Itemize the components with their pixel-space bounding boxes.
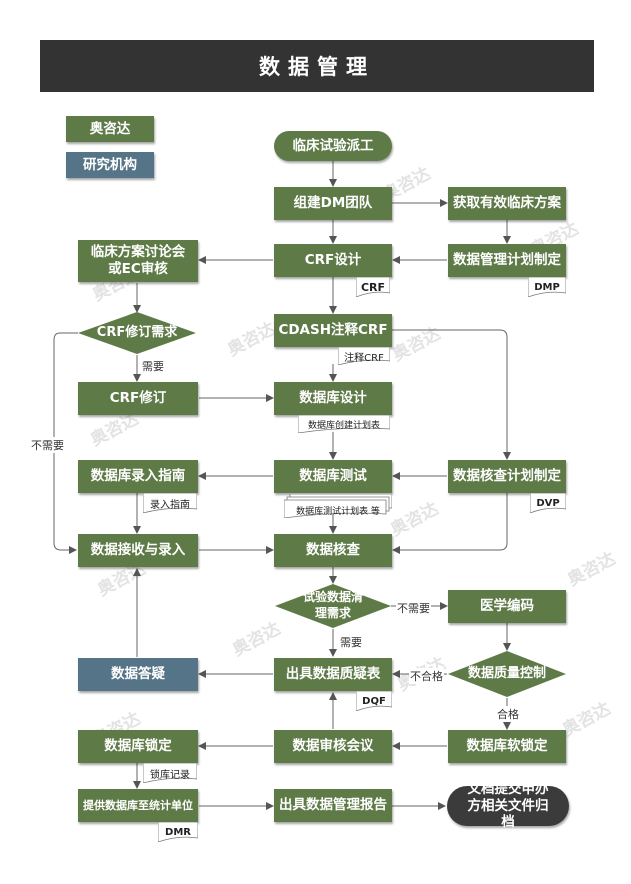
- doc-db-creation-plan-label: 数据库创建计划表: [307, 420, 380, 431]
- node-dm-team: 组建DM团队: [274, 187, 392, 220]
- node-data-query: 数据答疑: [78, 658, 198, 691]
- legend-institution: 研究机构: [66, 152, 154, 178]
- node-db-entry-guide: 数据库录入指南: [78, 460, 198, 493]
- decision-cleaning-need: 试验数据清理需求: [302, 590, 363, 620]
- doc-annotated-crf: 注释CRF: [338, 347, 390, 365]
- node-review-meeting: 数据审核会议: [274, 730, 392, 763]
- doc-annotated-crf-label: 注释CRF: [344, 352, 384, 364]
- node-data-check: 数据核查: [274, 534, 392, 567]
- node-db-lock: 数据库锁定: [78, 730, 198, 763]
- edge-label-passed: 合格: [496, 706, 520, 722]
- doc-db-test-plan: 数据库测试计划表 等: [284, 494, 392, 518]
- node-dmp-make: 数据管理计划制定: [448, 244, 566, 277]
- doc-dvp: DVP: [530, 493, 566, 513]
- node-archive: 文档提交申办方相关文件归档: [447, 781, 569, 830]
- doc-lock-record: 锁库记录: [143, 763, 197, 783]
- edge-label-needed: 需要: [141, 358, 165, 374]
- doc-lock-record-label: 锁库记录: [150, 769, 190, 781]
- doc-crf-label: CRF: [360, 280, 386, 294]
- edge-label-not-needed: 不需要: [30, 437, 65, 453]
- decision-quality-control: 数据质量控制: [467, 665, 546, 681]
- doc-dmp-label: DMP: [534, 281, 560, 293]
- node-dm-report: 出具数据管理报告: [274, 789, 392, 822]
- decision-crf-revision-need: CRF修订需求: [96, 324, 178, 340]
- doc-dmr: DMR: [158, 822, 198, 842]
- node-cdash: CDASH注释CRF: [274, 314, 392, 347]
- edge-label-needed: 需要: [339, 634, 363, 650]
- node-soft-lock: 数据库软锁定: [448, 730, 566, 763]
- node-protocol-review: 临床方案讨论会或EC审核: [78, 240, 198, 282]
- node-start: 临床试验派工: [274, 131, 392, 161]
- edge-label-failed: 不合格: [409, 668, 444, 684]
- node-get-protocol: 获取有效临床方案: [448, 187, 566, 220]
- doc-crf: CRF: [356, 277, 390, 297]
- doc-db-test-plan-label: 数据库测试计划表 等: [296, 506, 380, 517]
- node-issue-dqf: 出具数据质疑表: [274, 658, 392, 691]
- doc-dmr-label: DMR: [165, 826, 191, 838]
- node-crf-design: CRF设计: [274, 244, 392, 277]
- node-crf-revise: CRF修订: [78, 382, 198, 415]
- doc-dmp: DMP: [528, 277, 566, 297]
- node-medical-coding: 医学编码: [448, 590, 566, 623]
- node-provide-db: 提供数据库至统计单位: [78, 789, 198, 822]
- doc-dqf-label: DQF: [362, 695, 386, 707]
- page-title: 数据管理: [40, 40, 594, 92]
- doc-entry-guide: 录入指南: [143, 493, 197, 513]
- node-data-receive: 数据接收与录入: [78, 534, 198, 567]
- node-db-test: 数据库测试: [274, 460, 392, 493]
- doc-dvp-label: DVP: [536, 497, 560, 509]
- edge-label-not-needed: 不需要: [396, 600, 431, 616]
- node-check-plan: 数据核查计划制定: [448, 460, 566, 493]
- doc-entry-guide-label: 录入指南: [150, 499, 190, 511]
- doc-db-creation-plan: 数据库创建计划表: [298, 415, 390, 433]
- node-db-design: 数据库设计: [274, 382, 392, 415]
- doc-dqf: DQF: [356, 691, 392, 711]
- legend-osmunda: 奥咨达: [66, 116, 154, 142]
